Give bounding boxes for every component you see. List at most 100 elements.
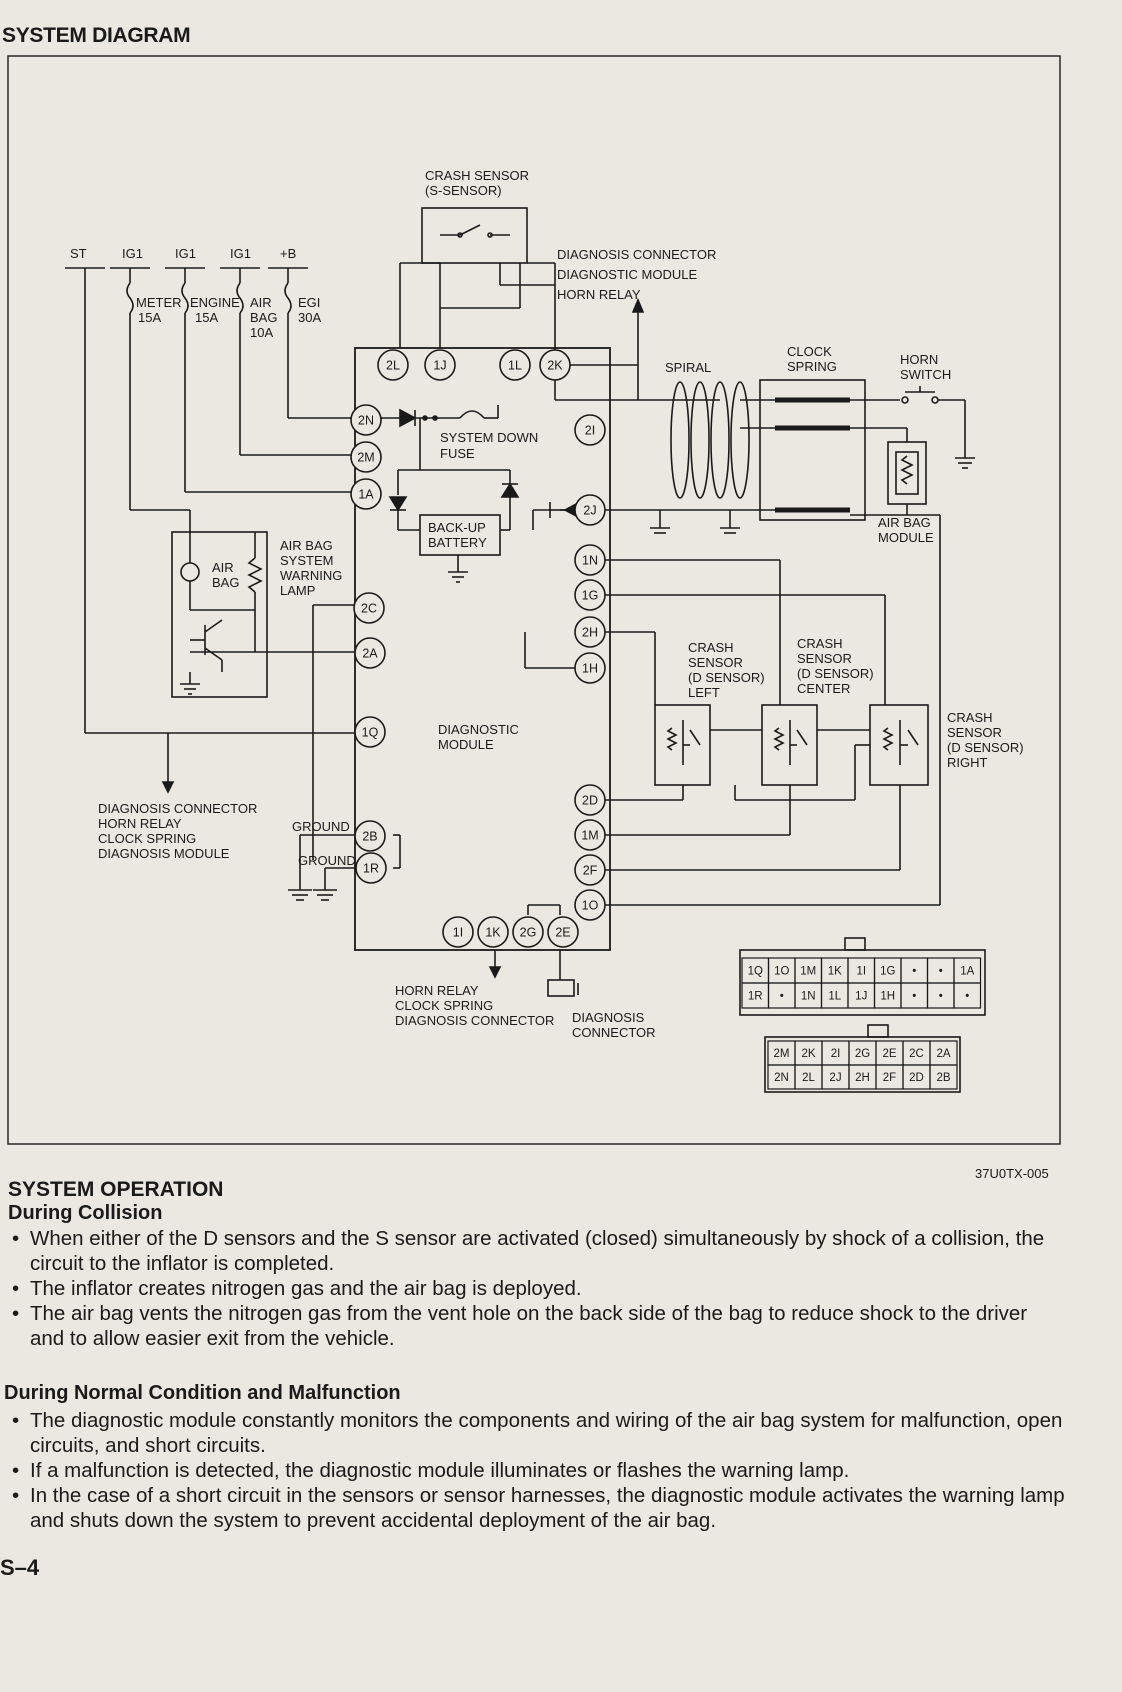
connector-pin-label: 2E	[882, 1048, 896, 1060]
pin-1q: 1Q	[354, 716, 386, 748]
normal-list: •The diagnostic module constantly monito…	[8, 1408, 1066, 1533]
terminal-st: ST	[70, 246, 87, 261]
fuse-airbag-label-2: BAG	[250, 310, 277, 325]
pin-1g: 1G	[574, 579, 606, 611]
page-title: SYSTEM DIAGRAM	[2, 24, 191, 47]
connector-pin-label: •	[939, 966, 943, 978]
svg-text:2K: 2K	[547, 359, 563, 373]
crash-center-label-4: CENTER	[797, 681, 850, 696]
airbag-module-label-1: AIR BAG	[878, 515, 931, 530]
top-callout-1: DIAGNOSIS CONNECTOR	[557, 247, 716, 262]
fuse-engine-label: ENGINE	[190, 295, 240, 310]
pin-2b: 2B	[354, 820, 386, 852]
fuse-meter-rating: 15A	[138, 310, 161, 325]
spiral-label: SPIRAL	[665, 360, 711, 375]
connector-pin-label: •	[912, 991, 916, 1003]
connector-pin-label: 1J	[855, 991, 867, 1003]
horn-switch-label-1: HORN	[900, 352, 938, 367]
svg-text:1R: 1R	[363, 862, 379, 876]
normal-heading: During Normal Condition and Malfunction	[4, 1382, 401, 1404]
terminal-ig1-c: IG1	[230, 246, 251, 261]
figure-code: 37U0TX-005	[975, 1166, 1049, 1181]
left-callout-3: CLOCK SPRING	[98, 831, 196, 846]
horn-switch-label-2: SWITCH	[900, 367, 951, 382]
terminal-ig1-b: IG1	[175, 246, 196, 261]
warning-lamp-label-1: AIR BAG	[280, 538, 333, 553]
figure-frame	[7, 55, 1061, 1145]
bottom-callout-2: CLOCK SPRING	[395, 998, 493, 1013]
connector-pin-label: 2B	[936, 1072, 950, 1084]
connector-pin-label: 2G	[855, 1048, 870, 1060]
pin-2m: 2M	[350, 441, 382, 473]
connector-pin-label: •	[780, 991, 784, 1003]
bottom-callout-1: HORN RELAY	[395, 983, 479, 998]
connector-pin-label: 2C	[909, 1048, 924, 1060]
list-item: •If a malfunction is detected, the diagn…	[12, 1459, 850, 1482]
air-bag-lamp-text-1: AIR	[212, 560, 234, 575]
diag-connector-label-1: DIAGNOSIS	[572, 1010, 645, 1025]
svg-text:2M: 2M	[357, 451, 374, 465]
connector-2-outline	[764, 1036, 961, 1093]
connector-pin-label: 1R	[748, 991, 763, 1003]
connector-pin-label: 1M	[800, 966, 816, 978]
pin-2i: 2I	[574, 414, 606, 446]
terminal-b: +B	[280, 246, 296, 261]
svg-text:1Q: 1Q	[362, 726, 379, 740]
pin-2c: 2C	[353, 592, 385, 624]
connector-pin-label: 1A	[960, 966, 974, 978]
pin-1a: 1A	[350, 478, 382, 510]
crash-center-label-2: SENSOR	[797, 651, 852, 666]
crash-right-label-3: (D SENSOR)	[947, 740, 1024, 755]
connector-pin-label: 1L	[828, 991, 841, 1003]
crash-left-label-1: CRASH	[688, 640, 734, 655]
pin-2d: 2D	[574, 784, 606, 816]
list-item: •The inflator creates nitrogen gas and t…	[12, 1277, 582, 1300]
connector-pin-label: 2A	[936, 1048, 950, 1060]
crash-sensor-s-label-2: (S-SENSOR)	[425, 183, 502, 198]
connector-pin-label: •	[939, 991, 943, 1003]
svg-text:2F: 2F	[583, 864, 598, 878]
svg-text:1H: 1H	[582, 662, 598, 676]
pin-2n: 2N	[350, 404, 382, 436]
page-number: S–4	[0, 1555, 40, 1580]
connector-pin-label: 2F	[883, 1072, 896, 1084]
connector-pin-label: 1O	[774, 966, 789, 978]
collision-list: •When either of the D sensors and the S …	[8, 1226, 1066, 1351]
fuse-egi-label: EGI	[298, 295, 320, 310]
svg-text:1O: 1O	[582, 899, 599, 913]
crash-right-label-2: SENSOR	[947, 725, 1002, 740]
connector-pin-label: 1I	[856, 966, 866, 978]
list-item: •The air bag vents the nitrogen gas from…	[12, 1302, 1028, 1350]
list-item: •The diagnostic module constantly monito…	[12, 1409, 1063, 1457]
pin-1r: 1R	[355, 852, 387, 884]
pin-1k: 1K	[477, 916, 509, 948]
terminal-ig1-a: IG1	[122, 246, 143, 261]
left-callout-1: DIAGNOSIS CONNECTOR	[98, 801, 257, 816]
clock-spring-label-1: CLOCK	[787, 344, 832, 359]
svg-text:2H: 2H	[582, 626, 598, 640]
connector-pin-label: 2I	[831, 1048, 841, 1060]
fuse-airbag-rating: 10A	[250, 325, 273, 340]
bottom-callout-3: DIAGNOSIS CONNECTOR	[395, 1013, 554, 1028]
warning-lamp-label-4: LAMP	[280, 583, 315, 598]
connector-pin-label: 2J	[829, 1072, 841, 1084]
svg-text:2J: 2J	[583, 504, 596, 518]
pin-2k: 2K	[539, 349, 571, 381]
connector-pin-label: 2H	[855, 1072, 870, 1084]
pin-2l: 2L	[377, 349, 409, 381]
top-callout-3: HORN RELAY	[557, 287, 641, 302]
crash-left-label-2: SENSOR	[688, 655, 743, 670]
crash-left-label-3: (D SENSOR)	[688, 670, 765, 685]
svg-text:2I: 2I	[585, 424, 595, 438]
collision-heading: During Collision	[8, 1202, 163, 1224]
system-down-fuse-label-1: SYSTEM DOWN	[440, 430, 538, 445]
svg-text:1L: 1L	[508, 359, 522, 373]
svg-text:2B: 2B	[362, 830, 377, 844]
fuse-egi-rating: 30A	[298, 310, 321, 325]
fuse-meter-label: METER	[136, 295, 182, 310]
warning-lamp-label-3: WARNING	[280, 568, 342, 583]
connector-pin-label: 1N	[801, 991, 816, 1003]
ground-label-1: GROUND	[292, 819, 350, 834]
svg-text:2E: 2E	[555, 926, 570, 940]
